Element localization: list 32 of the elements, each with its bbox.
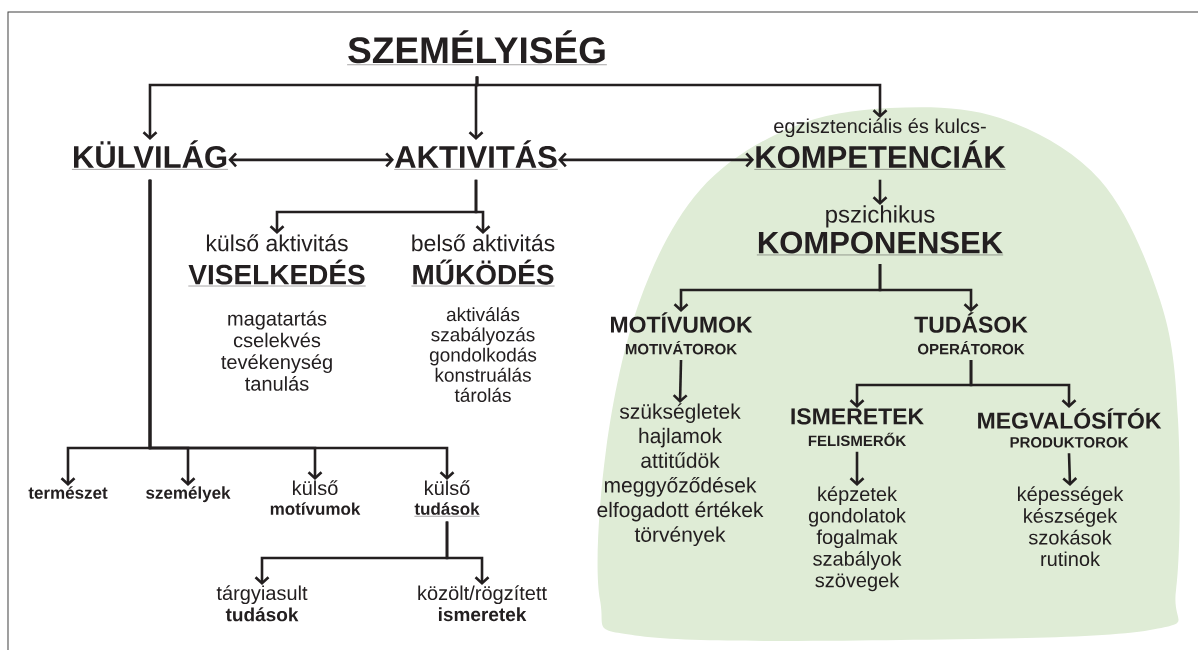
activity-group: külső aktivitás VISELKEDÉS magatartás cselekvés tevékenység tanulás — [188, 234, 366, 391]
arrow — [558, 152, 755, 168]
main-heading: SZEMÉLYISÉG — [346, 30, 608, 65]
arrow — [878, 264, 979, 312]
category-label: közölt/rögzített ismeretek — [418, 585, 547, 622]
component-heading: MOTÍVUMOK MOTIVÁTOROK — [611, 312, 753, 355]
category-label: természet — [28, 486, 108, 499]
arrow — [445, 521, 490, 585]
component-heading: TUDÁSOK OPERÁTOROK — [914, 312, 1028, 355]
arrow — [148, 179, 455, 480]
concept-heading: KÜLVILÁG — [71, 140, 229, 170]
arrow — [672, 360, 688, 403]
category-label: külső tudások — [414, 480, 480, 517]
arrow — [872, 179, 888, 205]
item-list: képzetek gondolatok fogalmak szabályok szövegek — [808, 486, 906, 592]
concept-heading: egzisztenciális és kulcs- KOMPETENCIÁK — [754, 118, 1006, 170]
arrow — [475, 76, 888, 118]
concept-heading: AKTIVITÁS — [394, 140, 558, 170]
arrow — [228, 152, 394, 168]
arrow — [969, 360, 1077, 408]
arrow — [474, 179, 491, 234]
arrow — [849, 451, 865, 486]
component-heading: MEGVALÓSÍTÓK PRODUKTOROK — [978, 408, 1162, 448]
category-label: személyek — [146, 486, 231, 503]
component-heading: ISMERETEK FELISMERŐK — [791, 408, 924, 447]
item-list: képességek készségek szokások rutinok — [1018, 486, 1124, 567]
category-label: tárgyiasult tudások — [216, 585, 308, 622]
arrow — [1062, 453, 1078, 486]
activity-group: belső aktivitás MŰKÖDÉS aktiválás szabályozás gondolkodás konstruálás tárolás — [411, 234, 555, 402]
category-label: külső motívumok — [270, 480, 361, 515]
concept-heading: pszichikus KOMPONENSEK — [756, 205, 1004, 256]
item-list: szükségletek hajlamok attitűdök meggyőződések elfogadott értékek törvények — [597, 403, 764, 547]
